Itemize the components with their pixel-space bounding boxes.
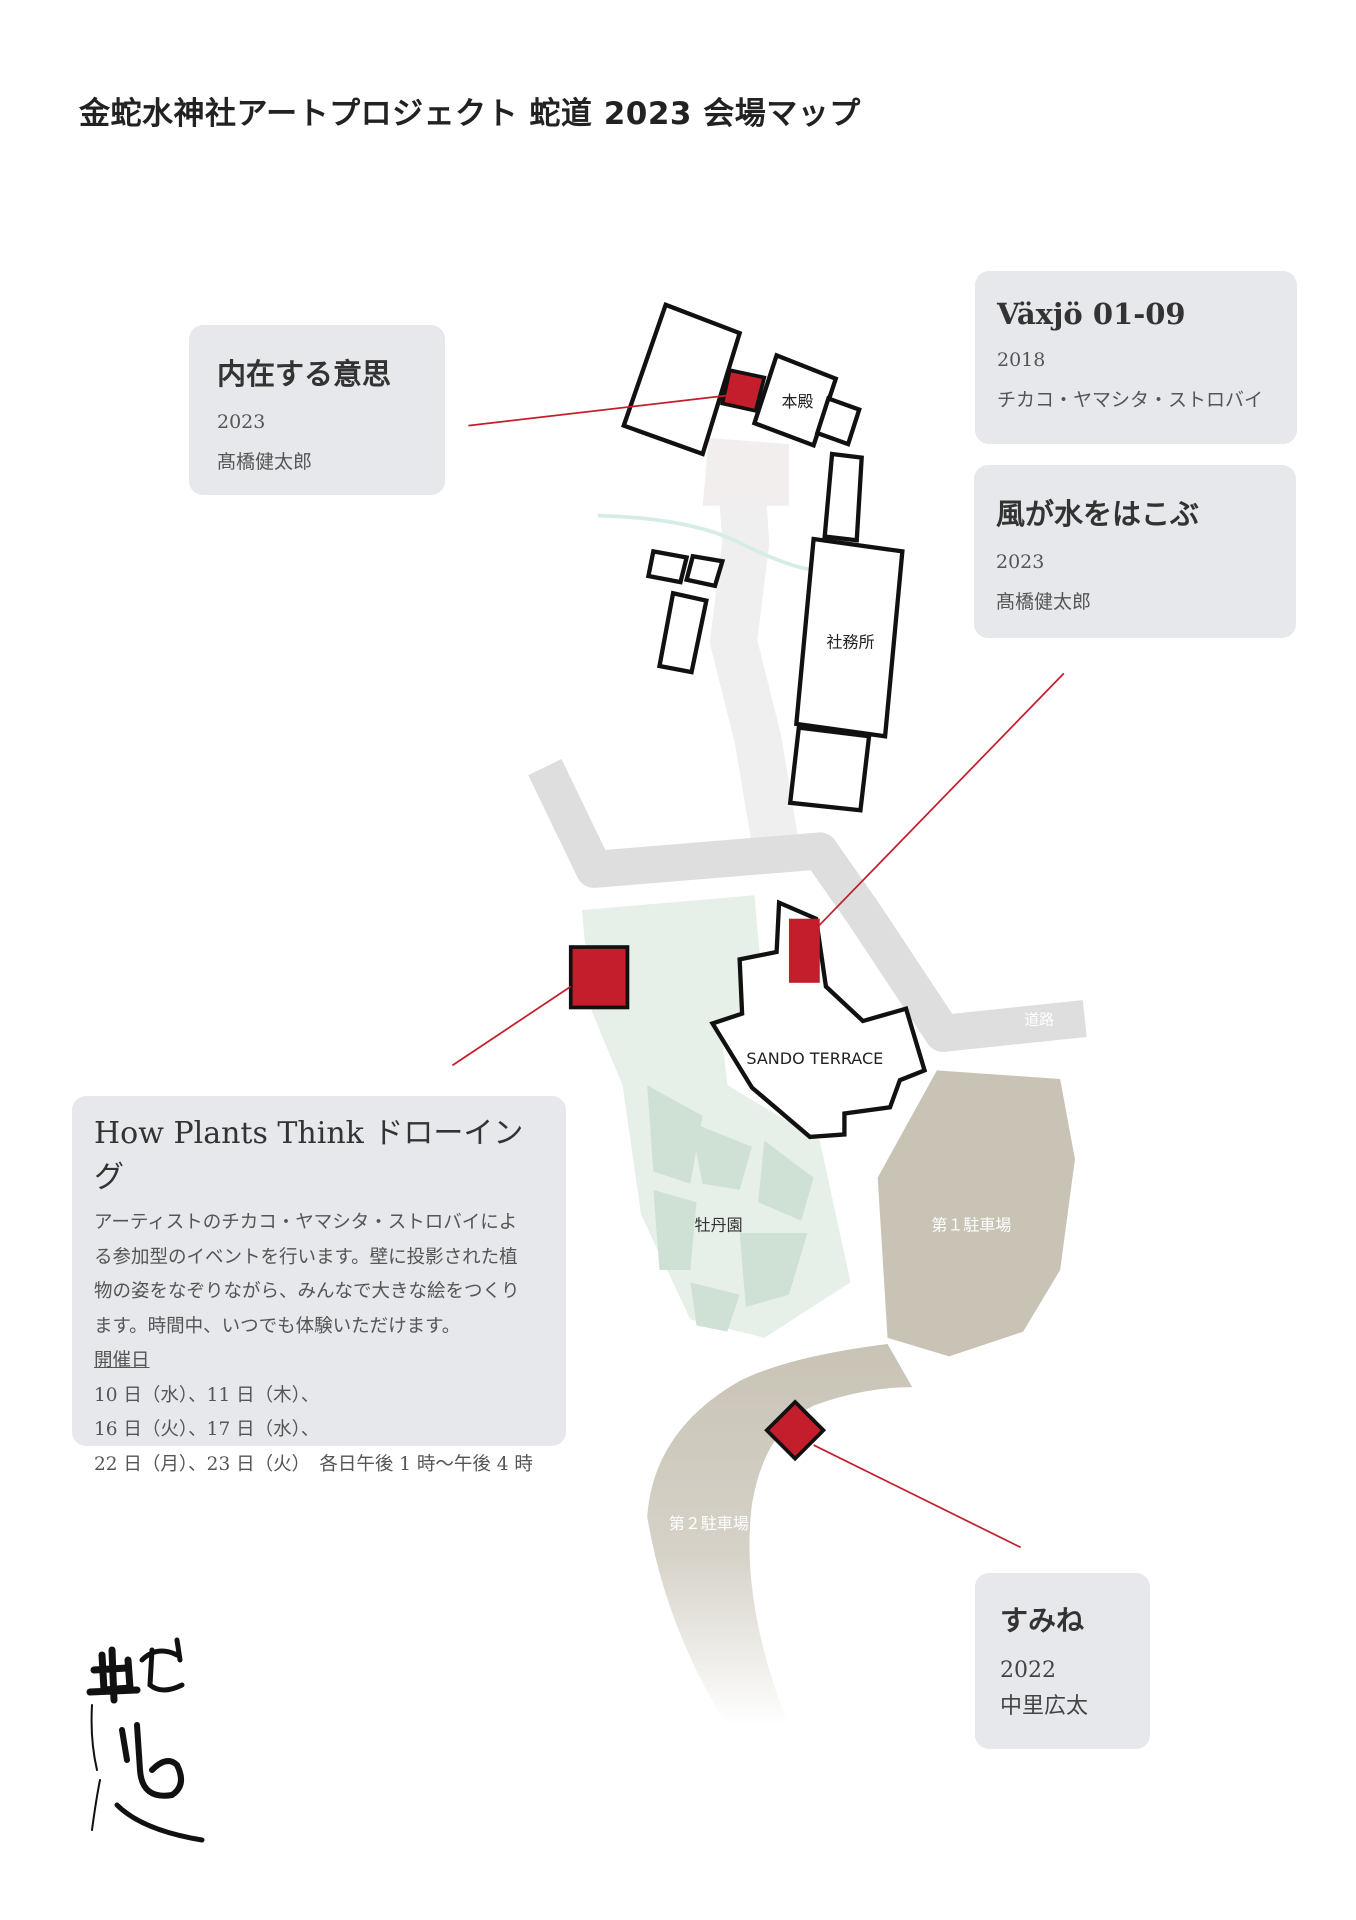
work-year: 2023 <box>217 411 266 433</box>
building-sando-terrace <box>709 899 928 1140</box>
leader-sumine <box>813 1444 1022 1549</box>
building-large <box>621 301 743 457</box>
work-year: 2022 <box>1000 1658 1056 1683</box>
marker-how-plants-think <box>568 945 630 1010</box>
building-small <box>814 395 862 447</box>
label-honden: 本殿 <box>782 392 814 411</box>
leader-naizai <box>468 393 734 427</box>
event-desc-line: アーティストのチカコ・ヤマシタ・ストロバイによ <box>94 1212 518 1233</box>
event-desc-line: ます。時間中、いつでも体験いただけます。 <box>94 1315 461 1337</box>
work-title: すみね <box>1000 1604 1085 1637</box>
label-sando-terrace: SANDO TERRACE <box>746 1049 883 1068</box>
parking-lot-2-road <box>647 1343 913 1727</box>
work-title: 風が水をはこぶ <box>996 497 1200 531</box>
work-card-vaxjo: Växjö 01-09 2018 チカコ・ヤマシタ・ストロバイ <box>975 271 1297 444</box>
approach-path <box>709 448 800 855</box>
peony-garden-beds <box>647 1085 814 1332</box>
work-artist: チカコ・ヤマシタ・ストロバイ <box>997 389 1264 411</box>
building-long <box>822 451 864 543</box>
road-main <box>528 759 1087 1052</box>
building-shamusho <box>794 536 905 739</box>
upper-pink-area <box>702 437 789 506</box>
marker-sumine <box>764 1399 827 1462</box>
event-dates-label: 開催日 <box>94 1350 150 1371</box>
artwork-markers <box>568 367 827 1462</box>
work-card-sumine: すみね 2022 中里広太 <box>975 1573 1150 1749</box>
parking-lot-1 <box>877 1070 1075 1357</box>
building-shed-3 <box>656 590 709 675</box>
buildings <box>621 301 928 1140</box>
marker-kaze <box>788 918 820 983</box>
work-year: 2018 <box>997 349 1046 371</box>
stream <box>597 513 814 572</box>
marker-naizai <box>720 367 767 414</box>
label-parking1: 第１駐車場 <box>931 1216 1011 1235</box>
work-year: 2023 <box>996 551 1045 573</box>
event-date-line: 22 日（月）、23 日（火） 各日午後 1 時〜午後 4 時 <box>94 1453 533 1475</box>
event-desc-line: 物の姿をなぞりながら、みんなで大きな絵をつくり <box>94 1281 520 1302</box>
peony-garden-area <box>581 895 851 1338</box>
work-card-kaze: 風が水をはこぶ 2023 髙橋健太郎 <box>974 465 1296 638</box>
building-shed-2 <box>683 553 726 589</box>
work-card-naizai: 内在する意思 2023 髙橋健太郎 <box>189 325 445 495</box>
page-title: 金蛇水神社アートプロジェクト 蛇道 2023 会場マップ <box>79 96 861 132</box>
event-date-line: 16 日（火）、17 日（水）、 <box>94 1419 320 1440</box>
label-parking2: 第２駐車場 <box>669 1514 749 1533</box>
label-road: 道路 <box>1024 1012 1054 1029</box>
work-artist: 中里広太 <box>1000 1694 1089 1719</box>
event-desc-line: る参加型のイベントを行います。壁に投影された植 <box>94 1246 518 1268</box>
event-card-how-plants-think: How Plants Think ドローイング アーティストのチカコ・ヤマシタ・… <box>72 1096 566 1475</box>
jado-calligraphy-logo <box>86 1637 205 1843</box>
label-shamusho: 社務所 <box>827 633 875 652</box>
event-title: How Plants Think ドローイング <box>94 1116 524 1195</box>
work-artist: 髙橋健太郎 <box>217 451 313 473</box>
work-title: 内在する意思 <box>217 357 392 391</box>
roads <box>528 437 1087 1052</box>
work-title: Växjö 01-09 <box>997 297 1186 331</box>
building-south <box>787 725 872 813</box>
leader-how-plants-think <box>451 985 572 1067</box>
work-artist: 髙橋健太郎 <box>996 591 1092 613</box>
leader-lines <box>451 393 1065 1549</box>
leader-kaze <box>816 672 1065 928</box>
event-date-line: 10 日（水）、11 日（木）、 <box>94 1384 320 1406</box>
building-shed-1 <box>645 548 690 585</box>
label-botanen: 牡丹園 <box>695 1216 743 1235</box>
building-honden <box>751 352 839 449</box>
